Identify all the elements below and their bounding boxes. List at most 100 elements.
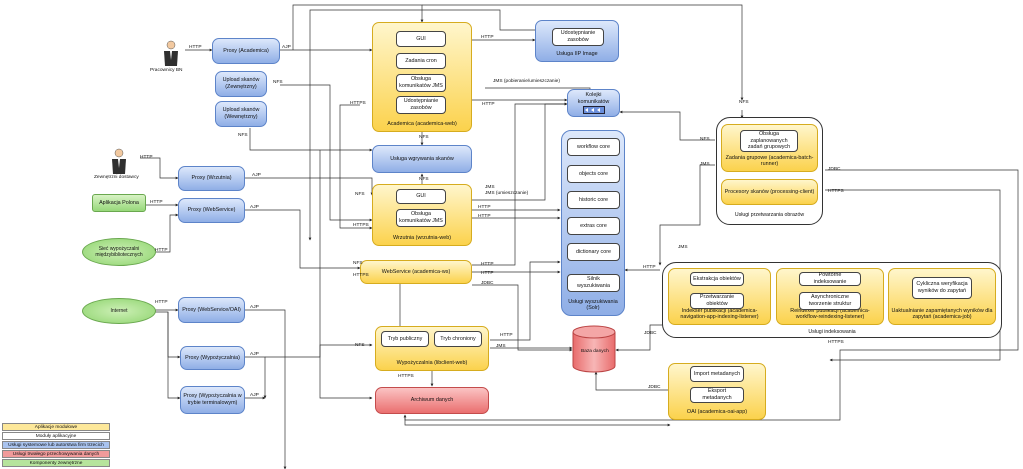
protocol-label: JMS xyxy=(678,245,688,250)
protocol-label: HTTPS xyxy=(353,223,369,228)
solr-core-historic: historic core xyxy=(567,191,620,209)
protocol-label: NFS xyxy=(419,135,429,140)
protocol-label: JDBC xyxy=(828,167,841,172)
proxy-wrzutnia: Proxy (Wrzutnia) xyxy=(178,166,245,191)
academica-cron: Zadania cron xyxy=(396,53,446,69)
solr-core-dictionary: dictionary core xyxy=(567,243,620,261)
message-queue: Kolejki komunikatów xyxy=(567,89,620,117)
protocol-label: HTTP xyxy=(140,155,153,160)
protocol-label: HTTPS xyxy=(828,189,844,194)
protocol-label: AJP xyxy=(250,305,259,310)
mode-protected: Tryb chroniony xyxy=(434,331,482,347)
protocol-label: NFS xyxy=(238,133,248,138)
protocol-label: HTTPS xyxy=(398,374,414,379)
protocol-label: AJP xyxy=(250,393,259,398)
oai-title: OAI (academica-oai-app) xyxy=(686,409,748,416)
legend-label: Moduły aplikacyjne xyxy=(35,433,77,439)
proxy-wypozyczalnia: Proxy (Wypożyczalnia) xyxy=(180,346,245,370)
legend-app-modules: Moduły aplikacyjne xyxy=(2,432,110,440)
protocol-label: HTTP xyxy=(155,300,168,305)
protocol-label: HTTPS xyxy=(350,101,366,106)
protocol-label: JMS xyxy=(700,162,710,167)
protocol-label: HTTP xyxy=(500,333,513,338)
legend-label: Usługi systemowe lub autorstwa firm trze… xyxy=(8,442,104,448)
protocol-label: AJP xyxy=(250,205,259,210)
protocol-label: HTTP xyxy=(481,271,494,276)
protocol-label: HTTP xyxy=(482,102,495,107)
legend-label: Aplikacje modułowe xyxy=(34,424,78,430)
protocol-label: NFS xyxy=(419,177,429,182)
indexer-extract: Ekstrakcja obiektów xyxy=(690,272,744,286)
protocol-label: NFS xyxy=(355,192,365,197)
reindex-async: Asynchroniczne tworzenie struktur xyxy=(799,292,861,310)
legend-label: Komponenty zewnętrzne xyxy=(29,460,83,466)
reindexer-title: Reindexer publikacji (academica-workflow… xyxy=(790,307,870,321)
legend-storage-services: Usługi trwałego przechowywania danych xyxy=(2,450,110,458)
solr-search-engine: Silnik wyszukiwania xyxy=(567,274,620,292)
protocol-label: NFS xyxy=(700,137,710,142)
polona-app: Aplikacja Polona xyxy=(92,194,146,212)
reindex-repeat: Powtórne indeksowanie xyxy=(799,272,861,286)
proxy-wypozyczalnia-terminal: Proxy (Wypożyczalnia w trybie terminalow… xyxy=(180,386,245,414)
database-cylinder xyxy=(572,325,616,378)
protocol-label: NFS xyxy=(355,343,365,348)
protocol-label: JDBC xyxy=(648,385,661,390)
protocol-label: HTTP xyxy=(643,265,656,270)
library-network-cloud: Sieć wypożyczalni międzybibliotecznych xyxy=(82,238,156,266)
query-verify: Cykliczna weryfikacja wyników do zapytań xyxy=(912,277,972,299)
proxy-webservice-oai: Proxy (WebService/OAI) xyxy=(178,297,245,323)
webservice-ws: WebService (academica-ws) xyxy=(360,260,472,284)
legend-external-components: Komponenty zewnętrzne xyxy=(2,459,110,467)
batch-jobs: Obsługa zaplanowanych zadań grupowych xyxy=(740,130,798,152)
internet-cloud: Internet xyxy=(82,298,156,324)
scan-upload-service: Usługa wgrywania skanów xyxy=(372,145,472,173)
solr-title: Usługi wyszukiwania (Solr) xyxy=(568,298,618,312)
legend-modular-apps: Aplikacje modułowe xyxy=(2,423,110,431)
protocol-label: AJP xyxy=(250,352,259,357)
queue-label: Kolejki komunikatów xyxy=(577,92,610,105)
academica-jms: Obsługa komunikatów JMS xyxy=(396,74,446,92)
academica-gui: GUI xyxy=(396,31,446,47)
wrzutnia-title: Wrzutnia (wrzutnia-web) xyxy=(392,235,451,242)
oai-export: Eksport metadanych xyxy=(690,387,744,403)
protocol-label: JDBC xyxy=(644,331,657,336)
protocol-label: AJP xyxy=(282,45,291,50)
upload-external: Upload skanów (Zewnętrzny) xyxy=(215,71,267,97)
actor-vendors-label: Zewnętrzni dostawcy xyxy=(94,175,139,180)
protocol-label: NFS xyxy=(739,100,749,105)
oai-import: Import metadanych xyxy=(690,366,744,382)
iip-title: Usługa IIP Image xyxy=(556,51,598,58)
database-label: Baza danych xyxy=(581,349,609,354)
protocol-label: NFS xyxy=(353,261,363,266)
protocol-label: HTTP xyxy=(481,35,494,40)
protocol-label: HTTPS xyxy=(828,340,844,345)
protocol-label: JMS (umieszczanie) xyxy=(485,191,529,196)
person-icon xyxy=(108,148,130,179)
data-archive: Archiwum danych xyxy=(375,387,489,414)
legend-system-services: Usługi systemowe lub autorstwa firm trze… xyxy=(2,441,110,449)
batch-runner-title: Zadania grupowe (academica-batch-runner) xyxy=(725,154,814,168)
protocol-label: JMS xyxy=(485,185,495,190)
proxy-webservice: Proxy (WebService) xyxy=(178,198,245,223)
queue-icon xyxy=(582,105,605,114)
protocol-label: HTTP xyxy=(155,248,168,253)
wrzutnia-jms: Obsługa komunikatów JMS xyxy=(396,209,446,227)
protocol-label: HTTP xyxy=(189,45,202,50)
academica-share: Udostępnianie zasobów xyxy=(396,96,446,114)
wypozyczalnia-title: Wypożyczalnia (libclient-web) xyxy=(396,360,468,367)
protocol-label: NFS xyxy=(273,80,283,85)
indexer-title: Indekser publikacji (academica-navigatio… xyxy=(680,307,759,321)
wrzutnia-gui: GUI xyxy=(396,189,446,204)
protocol-label: JDBC xyxy=(481,281,494,286)
solr-core-extras: extras core xyxy=(567,217,620,235)
protocol-label: HTTP xyxy=(478,205,491,210)
academica-title: Academica (academica-web) xyxy=(387,121,457,128)
processing-container-label: Usługi przetwarzania obrazów xyxy=(734,212,805,218)
person-icon xyxy=(160,40,182,71)
actor-bn-label: Pracownicy BN xyxy=(150,68,183,73)
protocol-label: AJP xyxy=(252,173,261,178)
solr-core-objects: objects core xyxy=(567,165,620,183)
academica-job-title: Uaktualnianie zapamiętanych wyników dla … xyxy=(891,307,993,321)
processing-client: Procesory skanów (processing-client) xyxy=(721,179,818,205)
